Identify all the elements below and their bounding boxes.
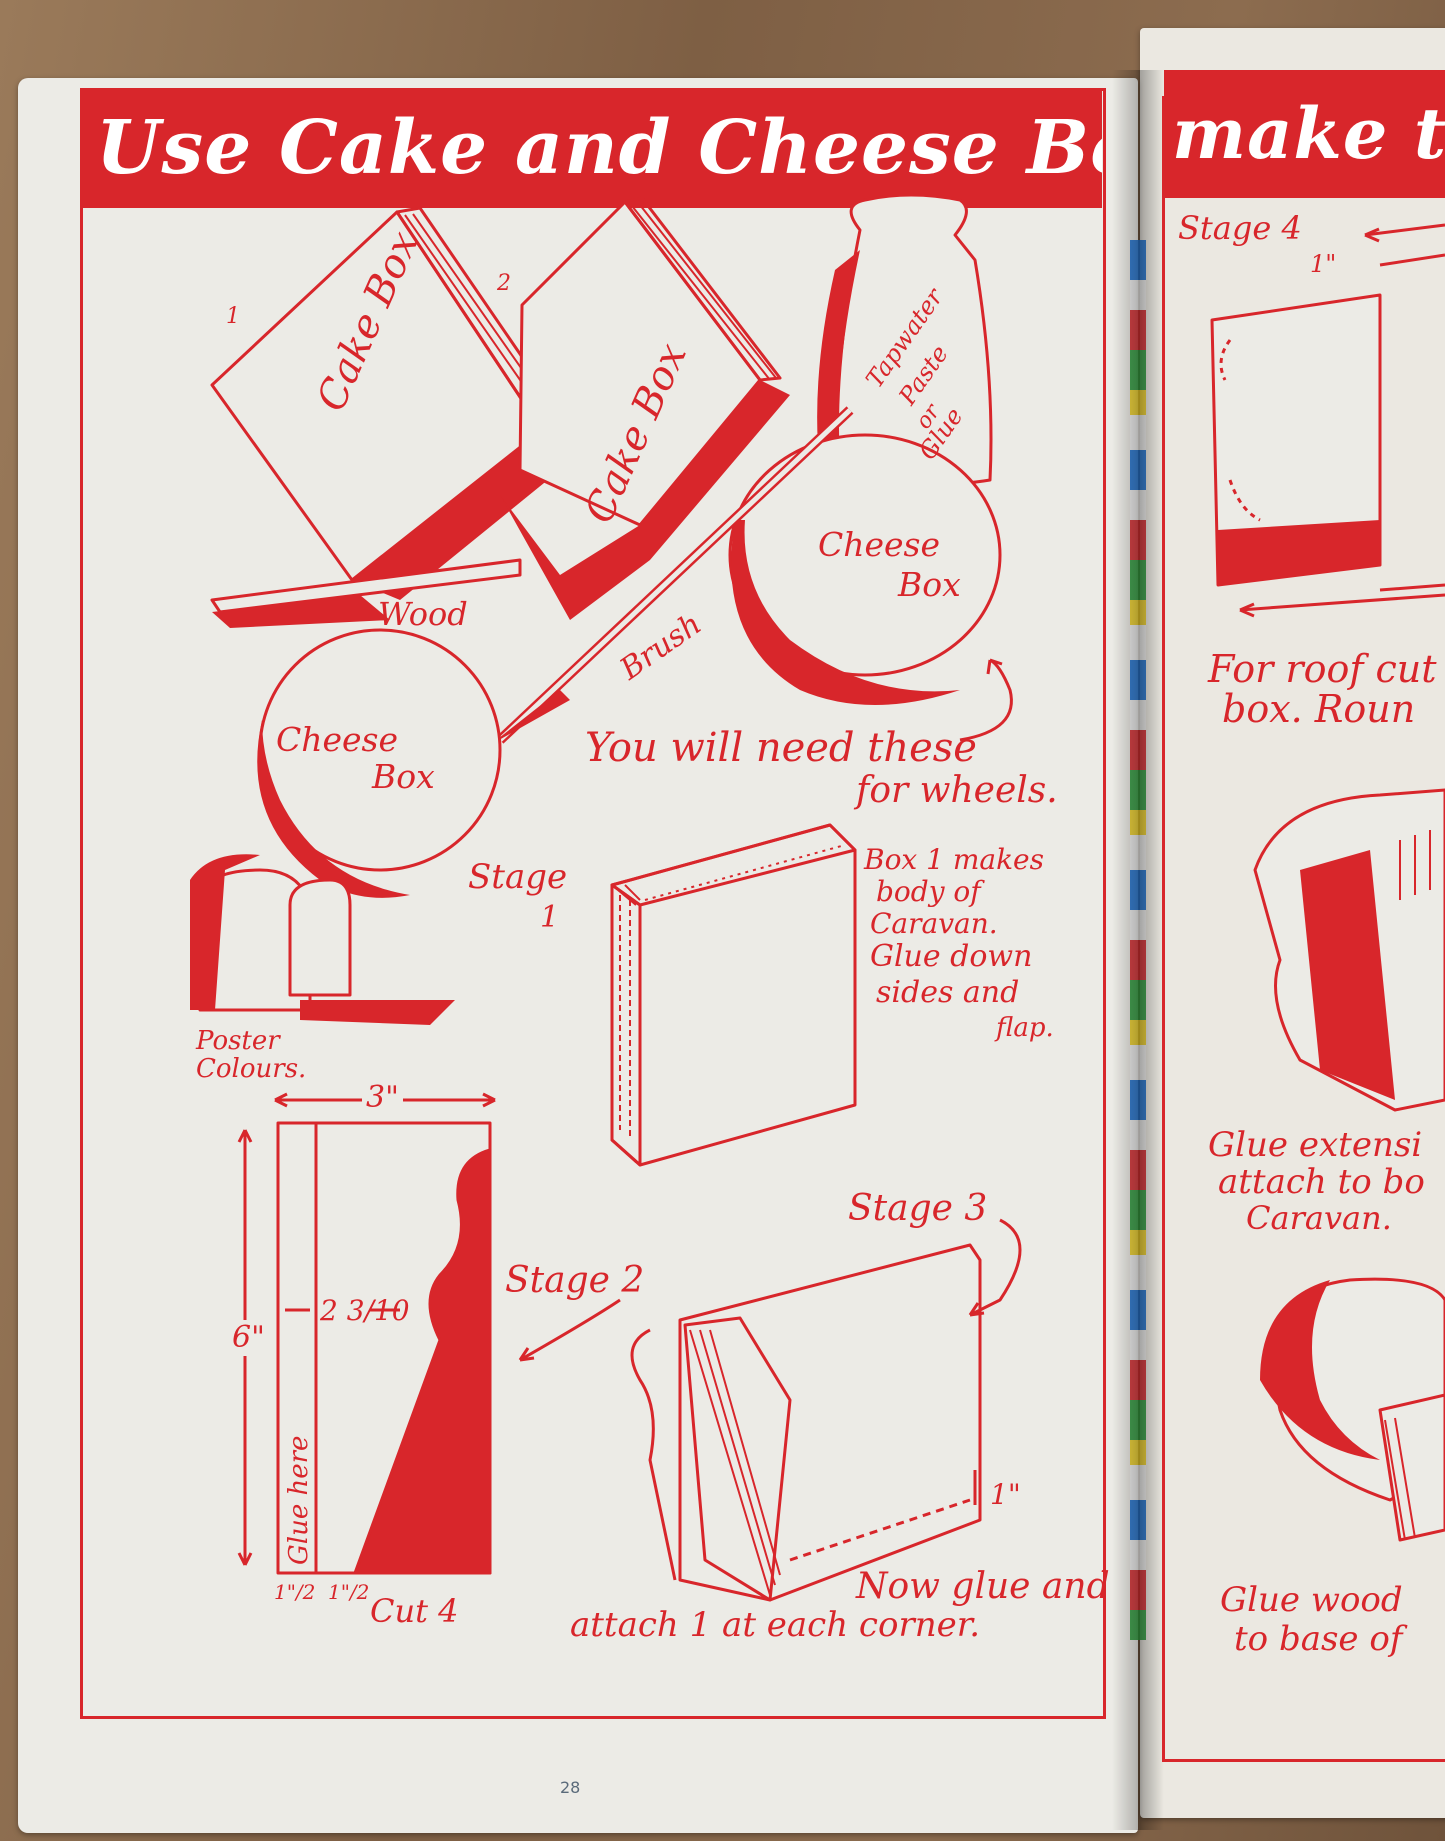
left-page-title: Use Cake and Cheese Boxes to bbox=[82, 88, 1102, 208]
label-cheese-box-left-1: Cheese bbox=[276, 720, 399, 759]
label-stage-2: Stage 2 bbox=[505, 1260, 645, 1301]
dimension-1-inch: 1" bbox=[990, 1478, 1021, 1511]
stage-1-box-illustration bbox=[610, 823, 857, 1167]
stage-1-note-1: Box 1 makes bbox=[864, 843, 1044, 876]
stage-1-note-5: sides and bbox=[876, 975, 1020, 1010]
label-need-these-2: for wheels. bbox=[856, 770, 1058, 811]
right-dimension-1-inch: 1" bbox=[1310, 250, 1337, 278]
wood-base-text-1: Glue wood bbox=[1220, 1580, 1403, 1620]
label-number-2: 2 bbox=[497, 271, 511, 296]
label-stage-1a: Stage bbox=[468, 857, 568, 897]
stage-1-note-6: flap. bbox=[996, 1013, 1054, 1043]
label-glue-here: Glue here bbox=[284, 1435, 314, 1565]
label-stage-3: Stage 3 bbox=[848, 1188, 988, 1229]
right-extension-illustration bbox=[1253, 788, 1445, 1112]
paste-bag-illustration bbox=[817, 193, 993, 487]
label-stage-4: Stage 4 bbox=[1178, 209, 1302, 247]
label-wood: Wood bbox=[378, 595, 468, 633]
extension-text-3: Caravan. bbox=[1246, 1199, 1392, 1237]
label-cheese-box-left-2: Box bbox=[372, 757, 435, 796]
stage-1-note-2: body of bbox=[876, 875, 981, 908]
label-poster-1: Poster bbox=[196, 1026, 280, 1056]
label-cheese-box-right-2: Box bbox=[898, 565, 961, 604]
stage-3-assembly-illustration bbox=[630, 1243, 982, 1602]
page-edge-colour-strip bbox=[1130, 240, 1146, 1640]
right-page-title: make th bbox=[1164, 70, 1445, 198]
label-cut-4: Cut 4 bbox=[370, 1592, 459, 1630]
cheese-box-wheel-right bbox=[728, 433, 1002, 705]
stage-1-note-3: Caravan. bbox=[870, 907, 998, 940]
stage-1-note-4: Glue down bbox=[870, 939, 1033, 974]
book-gutter-shadow bbox=[1112, 70, 1164, 1830]
side-piece-template bbox=[237, 1092, 496, 1575]
dimension-2-3-10: 2 3/10 bbox=[320, 1294, 410, 1327]
right-wheel-illustration bbox=[1260, 1277, 1445, 1542]
dimension-half-1: 1"/2 bbox=[274, 1580, 316, 1604]
label-number-1: 1 bbox=[226, 304, 240, 329]
right-stage-4-illustration bbox=[1210, 223, 1445, 618]
roof-text-2: box. Roun bbox=[1222, 687, 1416, 731]
extension-text-1: Glue extensi bbox=[1208, 1125, 1423, 1165]
dimension-3-inch: 3" bbox=[362, 1082, 403, 1114]
label-stage-1b: 1 bbox=[540, 900, 560, 935]
label-need-these-1: You will need these bbox=[585, 725, 977, 771]
dimension-half-2: 1"/2 bbox=[328, 1580, 370, 1604]
extension-text-2: attach to bo bbox=[1218, 1162, 1425, 1202]
label-cheese-box-right-1: Cheese bbox=[818, 525, 941, 564]
brush-illustration bbox=[490, 406, 854, 745]
label-poster-2: Colours. bbox=[196, 1054, 307, 1084]
cheese-box-wheel-left bbox=[257, 628, 502, 898]
dimension-6-inch: 6" bbox=[232, 1320, 265, 1356]
label-glue-attach-2: attach 1 at each corner. bbox=[570, 1605, 981, 1645]
wood-base-text-2: to base of bbox=[1234, 1619, 1403, 1659]
cake-box-2-illustration bbox=[500, 196, 790, 620]
poster-colour-jars bbox=[190, 854, 455, 1025]
roof-text-1: For roof cut bbox=[1208, 647, 1437, 691]
page-number: 28 bbox=[560, 1778, 581, 1797]
label-glue-attach-1: Now glue and bbox=[856, 1566, 1110, 1607]
